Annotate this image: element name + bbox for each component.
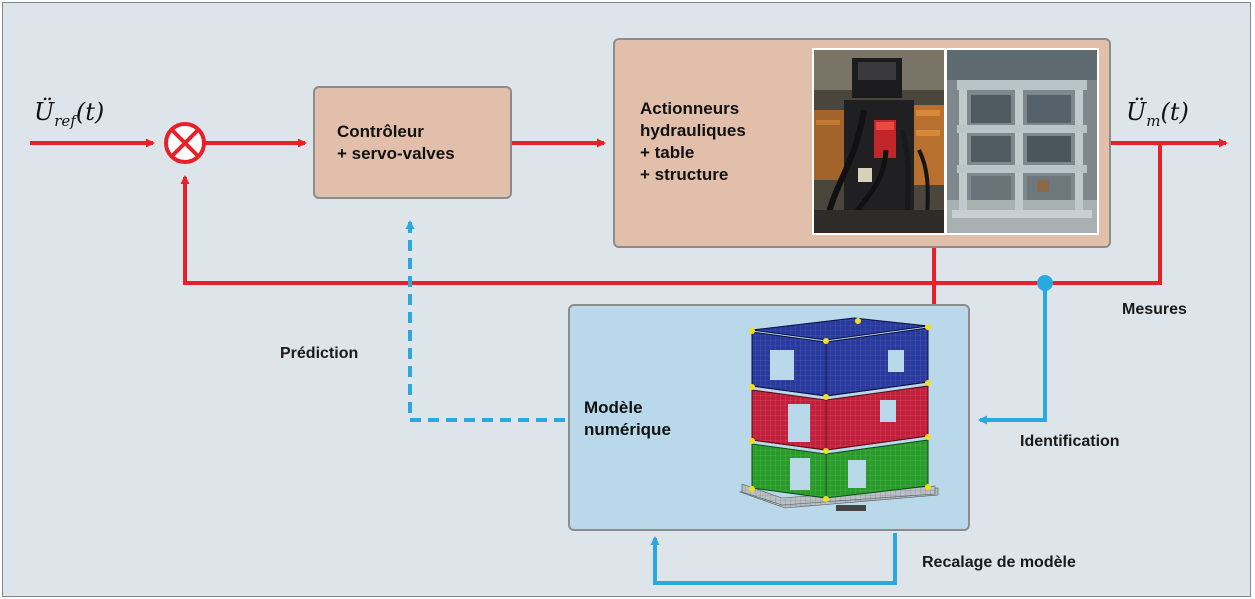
measurement-tap-node (1037, 275, 1053, 291)
controller-label-line2: + servo-valves (337, 144, 455, 163)
input-signal-label: Üref(t) (34, 98, 105, 130)
model-label-line2: numérique (584, 420, 671, 439)
prediction-label: Prédiction (280, 345, 359, 362)
actuators-label-line2: hydrauliques (640, 121, 746, 140)
test-structure-photo (945, 48, 1099, 235)
model-label-line1: Modèle (584, 398, 643, 417)
identification-line (978, 283, 1047, 425)
output-signal-label: Üm(t) (1126, 98, 1189, 130)
model-updating-line (650, 533, 897, 585)
numerical-model-block: Modèle numérique (568, 304, 970, 531)
actuators-label-line4: + structure (640, 165, 729, 184)
controller-block: Contrôleur + servo-valves (313, 86, 512, 199)
hydraulic-actuator-photo (812, 48, 946, 235)
model-updating-label: Recalage de modèle (922, 554, 1076, 571)
prediction-line (405, 220, 565, 422)
controller-label-line1: Contrôleur (337, 122, 424, 141)
actuators-label-line3: + table (640, 143, 695, 162)
feedback-line (180, 143, 1162, 285)
identification-label: Identification (1020, 433, 1120, 450)
summing-junction (164, 122, 206, 164)
actuators-label-line1: Actionneurs (640, 99, 740, 118)
measures-label: Mesures (1122, 301, 1187, 318)
